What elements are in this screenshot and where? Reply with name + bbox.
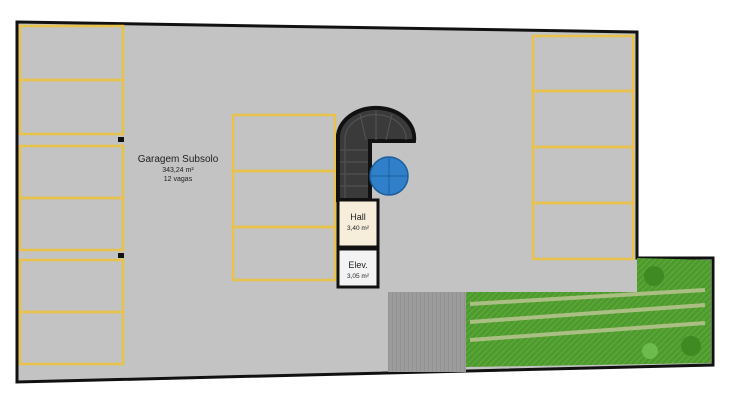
shrub-icon xyxy=(644,266,664,286)
round-table-icon xyxy=(369,156,409,196)
shrub-icon xyxy=(681,336,701,356)
parking-spaces-right xyxy=(531,34,635,261)
lawn-area xyxy=(466,258,711,367)
elevator-area: 3,05 m² xyxy=(347,273,370,280)
parking-spaces-center xyxy=(231,113,337,282)
column xyxy=(118,137,124,142)
parking-space xyxy=(18,310,125,366)
entrance-ramp xyxy=(388,292,466,372)
spiral-staircase xyxy=(336,105,417,202)
parking-space xyxy=(18,78,125,136)
hall-area: 3,40 m² xyxy=(347,225,370,232)
parking-space xyxy=(18,196,125,252)
parking-spaces-left xyxy=(18,24,125,366)
garage-area: 343,24 m² xyxy=(162,167,194,174)
hall-room xyxy=(336,198,380,249)
shrub-icon xyxy=(642,343,658,359)
column xyxy=(118,253,124,258)
elevator-title: Elev. xyxy=(348,260,367,270)
garage-spaces: 12 vagas xyxy=(164,176,193,183)
hall-title: Hall xyxy=(350,212,366,222)
parking-space xyxy=(231,225,337,282)
garage-title: Garagem Subsolo xyxy=(138,154,219,165)
parking-space xyxy=(531,201,635,261)
elevator-room xyxy=(336,247,380,289)
